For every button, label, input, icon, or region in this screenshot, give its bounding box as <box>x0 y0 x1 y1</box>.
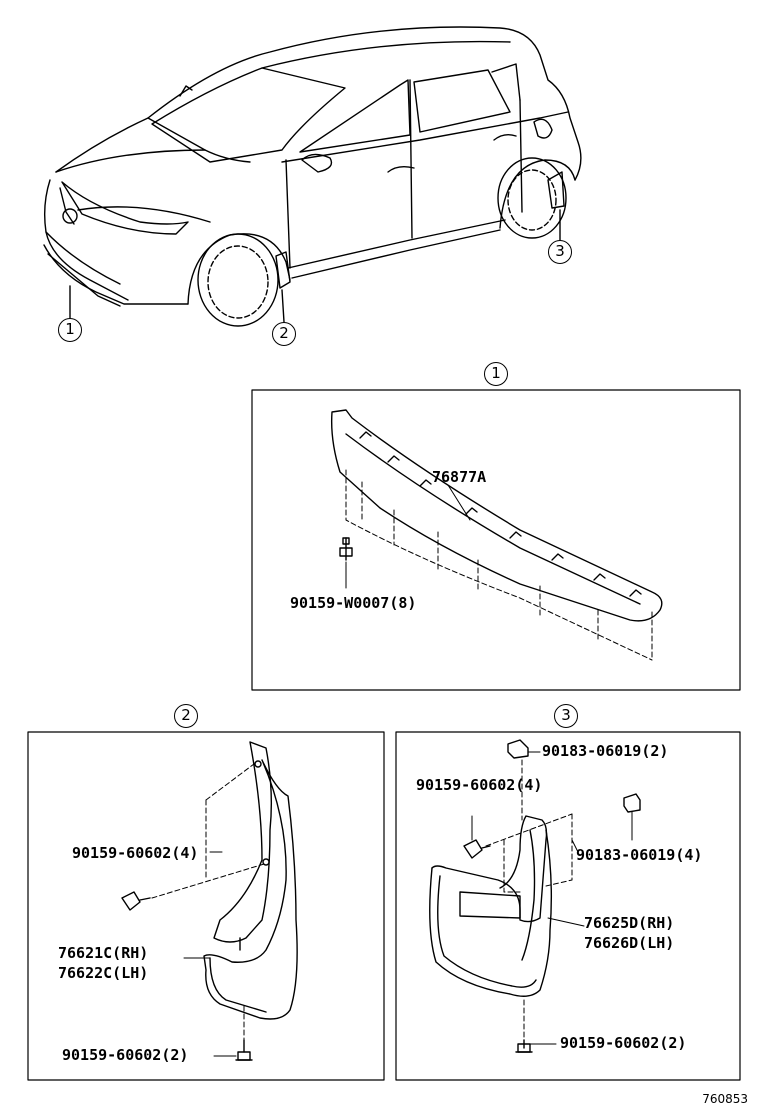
part-label-90183-06019-side: 90183-06019(4) <box>576 846 703 864</box>
part-label-90159-60602-lower-p2: 90159-60602(2) <box>62 1046 189 1064</box>
callout-2-vehicle: 2 <box>272 322 296 346</box>
part-label-76621C: 76621C(RH) <box>58 944 149 962</box>
diagram-id: 760853 <box>702 1092 748 1106</box>
front-spoiler-moulding-drawing <box>330 409 663 661</box>
part-label-90183-06019-top: 90183-06019(2) <box>542 742 669 760</box>
callout-2-panel-heading: 2 <box>174 704 198 728</box>
rear-mudguard-drawing <box>429 759 573 1041</box>
panel-3-screw-upper-drawing <box>463 815 491 859</box>
front-mudguard-drawing <box>151 741 298 1041</box>
part-label-90159-W0007: 90159-W0007(8) <box>290 594 417 612</box>
callout-1-panel-heading: 1 <box>484 362 508 386</box>
callout-3-panel-heading: 3 <box>554 704 578 728</box>
panel-3-nut-top-drawing <box>507 739 541 759</box>
callout-3-vehicle: 3 <box>548 240 572 264</box>
panel-3-frame <box>395 731 741 1081</box>
callout-1-vehicle: 1 <box>58 318 82 342</box>
panel-2-screw-upper-drawing <box>121 891 151 911</box>
panel-3-leaders <box>547 839 585 927</box>
part-label-90159-60602-upper-p3: 90159-60602(4) <box>416 776 543 794</box>
part-label-76877A: 76877A <box>432 468 487 486</box>
panel-2-leaders <box>183 851 237 1057</box>
vehicle-illustration <box>43 26 582 327</box>
part-label-90159-60602-upper-p2: 90159-60602(4) <box>72 844 199 862</box>
part-label-76626D: 76626D(LH) <box>584 934 675 952</box>
panel-1-screw-drawing <box>339 537 353 589</box>
panel-3-screw-lower-drawing <box>515 1039 557 1053</box>
panel-2-frame <box>27 731 385 1081</box>
part-label-76622C: 76622C(LH) <box>58 964 149 982</box>
part-label-90159-60602-lower-p3: 90159-60602(2) <box>560 1034 687 1052</box>
part-label-76625D: 76625D(RH) <box>584 914 675 932</box>
panel-1-frame <box>251 389 741 691</box>
panel-3-nut-side-drawing <box>623 793 641 841</box>
panel-2-screw-lower-drawing <box>235 1039 253 1061</box>
